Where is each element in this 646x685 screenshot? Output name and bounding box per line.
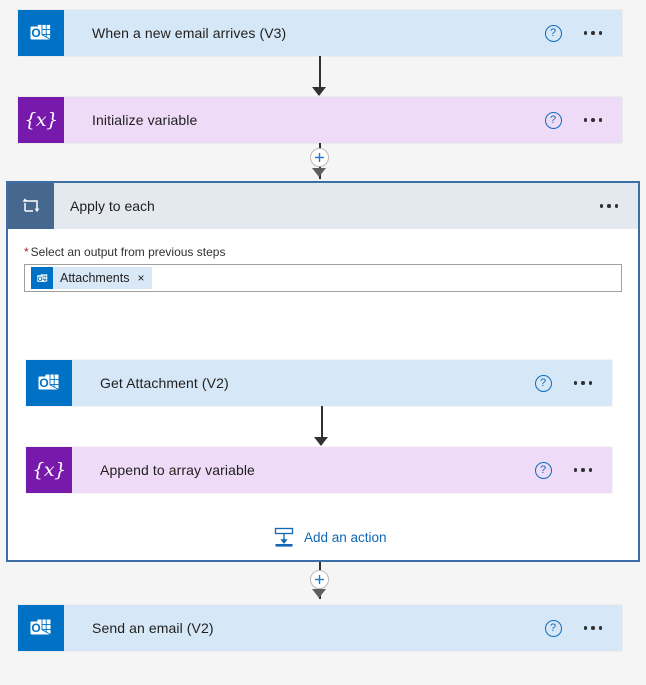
card-actions: ? [544,605,623,651]
field-label-text: Select an output from previous steps [30,245,226,259]
step-title: Send an email (V2) [92,620,214,636]
more-options-icon[interactable] [582,27,605,39]
help-icon[interactable]: ? [544,111,562,129]
token-attachments[interactable]: O Attachments × [31,267,152,289]
card-actions: ? [534,447,613,493]
step-title: Append to array variable [100,462,255,478]
step-card-when-a-new-email-arrives[interactable]: O When a new email arrives (V3) ? [18,10,622,56]
field-label-select-output: *Select an output from previous steps [8,229,638,264]
connector-line [321,406,323,440]
svg-text:O: O [31,26,40,40]
outlook-icon: O [18,10,64,56]
svg-text:O: O [37,275,42,282]
insert-action-icon [273,526,295,548]
connector-arrow [312,168,326,177]
insert-step-after-initialize-variable[interactable] [310,148,329,167]
help-icon[interactable]: ? [534,461,552,479]
more-options-icon[interactable] [582,114,605,126]
step-title: Initialize variable [92,112,198,128]
help-icon[interactable]: ? [534,374,552,392]
select-output-input[interactable]: O Attachments × [24,264,622,292]
svg-text:O: O [39,376,48,390]
card-actions: ? [544,97,623,143]
outlook-icon: O [26,360,72,406]
loop-icon [8,183,54,229]
connector-arrow [314,437,328,446]
token-label: Attachments [60,271,130,285]
step-card-initialize-variable[interactable]: {x} Initialize variable ? [18,97,622,143]
outlook-icon: O [31,267,53,289]
step-title: Get Attachment (V2) [100,375,229,391]
connector-arrow [312,87,326,96]
step-card-append-to-array-variable[interactable]: {x} Append to array variable ? [26,447,612,493]
card-actions: ? [534,360,613,406]
connector-line [319,56,321,90]
variable-icon: {x} [26,447,72,493]
more-options-icon[interactable] [572,464,595,476]
scope-apply-to-each: Apply to each *Select an output from pre… [6,181,640,562]
scope-body: *Select an output from previous steps [8,229,638,547]
step-card-send-an-email[interactable]: O Send an email (V2) ? [18,605,622,651]
connector-arrow [312,589,326,598]
add-an-action-label: Add an action [304,529,387,545]
close-icon[interactable]: × [137,271,145,285]
help-icon[interactable]: ? [544,619,562,637]
required-marker: * [24,245,29,259]
more-options-icon[interactable] [582,622,605,634]
scope-header[interactable]: Apply to each [8,183,638,229]
more-options-icon[interactable] [598,200,621,212]
more-options-icon[interactable] [572,377,595,389]
insert-step-after-apply-to-each[interactable] [310,570,329,589]
help-icon[interactable]: ? [544,24,562,42]
card-actions [598,183,639,229]
step-title: When a new email arrives (V3) [92,25,287,41]
svg-text:O: O [31,621,40,635]
card-actions: ? [544,10,623,56]
variable-icon: {x} [18,97,64,143]
step-card-get-attachment[interactable]: O Get Attachment (V2) ? [26,360,612,406]
add-an-action-button[interactable]: Add an action [273,526,387,548]
scope-title: Apply to each [70,198,155,214]
outlook-icon: O [18,605,64,651]
